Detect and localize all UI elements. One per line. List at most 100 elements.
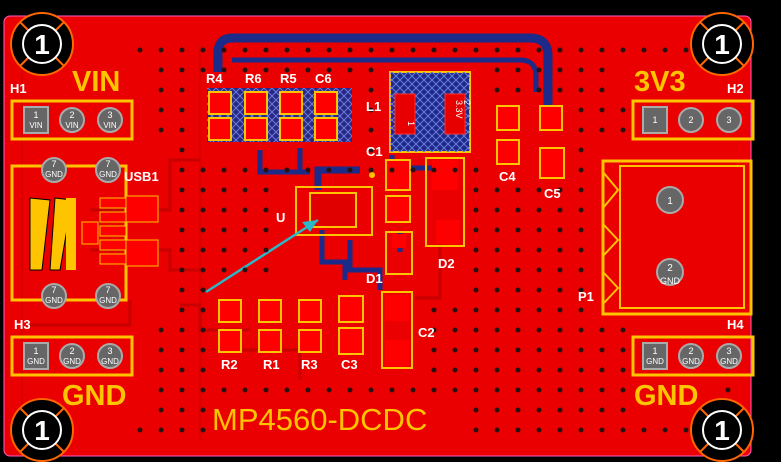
- l1-pin-2-label: 2: [462, 100, 472, 105]
- resistor-row-top: [208, 91, 338, 141]
- via: [200, 167, 206, 173]
- via: [452, 167, 458, 173]
- via: [536, 267, 542, 273]
- via: [515, 227, 521, 233]
- via: [578, 247, 584, 253]
- via: [578, 107, 584, 113]
- via: [473, 347, 479, 353]
- designator-h3: H3: [14, 317, 31, 332]
- via: [368, 47, 374, 53]
- via: [200, 307, 206, 313]
- via: [158, 387, 164, 393]
- via: [515, 187, 521, 193]
- via: [536, 47, 542, 53]
- designator-d1: D1: [366, 271, 383, 286]
- via: [200, 207, 206, 213]
- via: [200, 187, 206, 193]
- p1-connector[interactable]: [601, 159, 753, 316]
- via: [536, 227, 542, 233]
- designator-l1: L1: [366, 99, 382, 114]
- via: [137, 427, 143, 433]
- via: [347, 387, 353, 393]
- via: [473, 227, 479, 233]
- via: [515, 67, 521, 73]
- designator-u: U: [276, 210, 286, 225]
- h1-pin2-num: 2: [69, 110, 74, 120]
- designator-r5: R5: [280, 71, 297, 86]
- via: [620, 327, 626, 333]
- header-h4[interactable]: [631, 335, 755, 377]
- via: [494, 287, 500, 293]
- via: [515, 327, 521, 333]
- via: [179, 87, 185, 93]
- via: [221, 267, 227, 273]
- via: [221, 47, 227, 53]
- via: [620, 347, 626, 353]
- via: [536, 247, 542, 253]
- via: [494, 67, 500, 73]
- via: [221, 247, 227, 253]
- via: [536, 67, 542, 73]
- mount-hole-tr-label: 1: [714, 29, 730, 60]
- via: [305, 47, 311, 53]
- via: [599, 87, 605, 93]
- via: [179, 47, 185, 53]
- via: [284, 387, 290, 393]
- via: [242, 387, 248, 393]
- diode-d1[interactable]: [385, 231, 413, 275]
- gnd-left-label: GND: [62, 380, 127, 412]
- designator-h1: H1: [10, 81, 27, 96]
- via: [200, 407, 206, 413]
- h4-pin1-net: GND: [646, 357, 664, 366]
- via: [620, 407, 626, 413]
- via: [221, 187, 227, 193]
- via: [620, 427, 626, 433]
- via: [536, 427, 542, 433]
- vin-label: VIN: [72, 66, 121, 98]
- h3-pin1-net: GND: [27, 357, 45, 366]
- via: [557, 87, 563, 93]
- diode-d2[interactable]: [425, 157, 465, 247]
- via: [683, 47, 689, 53]
- via: [179, 147, 185, 153]
- via: [158, 67, 164, 73]
- via: [200, 67, 206, 73]
- via: [452, 347, 458, 353]
- via: [179, 227, 185, 233]
- via: [599, 427, 605, 433]
- via: [536, 307, 542, 313]
- usb-pad-br-num: 7: [105, 285, 110, 295]
- via: [578, 147, 584, 153]
- via: [200, 387, 206, 393]
- header-h2[interactable]: [631, 99, 755, 141]
- via: [494, 327, 500, 333]
- p1-pin2-net: GND: [660, 276, 681, 286]
- designator-h4: H4: [727, 317, 744, 332]
- via: [221, 387, 227, 393]
- via: [326, 167, 332, 173]
- capacitor-c1[interactable]: [385, 159, 411, 191]
- header-h3[interactable]: [10, 335, 134, 377]
- via: [473, 367, 479, 373]
- mount-hole-br-label: 1: [714, 415, 730, 446]
- via: [578, 367, 584, 373]
- via: [515, 307, 521, 313]
- via: [620, 107, 626, 113]
- via: [578, 287, 584, 293]
- via: [179, 167, 185, 173]
- h4-pin2-net: GND: [682, 357, 700, 366]
- h4-pin3-num: 3: [726, 346, 731, 356]
- via: [599, 47, 605, 53]
- via: [599, 387, 605, 393]
- ic-u[interactable]: [295, 186, 373, 236]
- via: [515, 367, 521, 373]
- via: [620, 387, 626, 393]
- via: [494, 207, 500, 213]
- via: [557, 407, 563, 413]
- via: [620, 127, 626, 133]
- via: [452, 47, 458, 53]
- via: [557, 287, 563, 293]
- capacitor-c2[interactable]: [381, 291, 413, 369]
- header-h1[interactable]: [10, 99, 134, 141]
